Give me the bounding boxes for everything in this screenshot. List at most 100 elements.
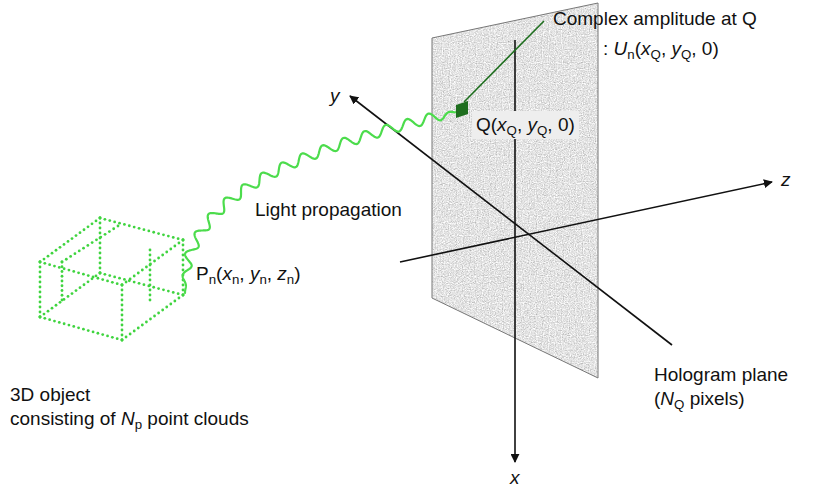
label-part: ,	[267, 263, 278, 284]
label-part: P	[196, 263, 209, 284]
label-part: n	[627, 47, 634, 62]
label-part: Complex amplitude at Q	[553, 8, 757, 29]
cloud-point	[149, 279, 152, 282]
cloud-point	[47, 310, 50, 313]
cloud-point	[55, 249, 58, 252]
cloud-point	[61, 294, 64, 297]
cloud-point	[67, 240, 70, 243]
cloud-point	[92, 275, 95, 278]
cloud-point	[169, 248, 172, 251]
point-label: Pn(xn, yn, zn)	[196, 262, 301, 286]
cloud-point	[138, 282, 141, 285]
cloud-point	[43, 317, 46, 320]
cloud-point	[99, 262, 102, 265]
cloud-point	[92, 330, 95, 333]
cloud-point	[59, 301, 62, 304]
cloud-point	[129, 333, 132, 336]
cloud-point	[75, 289, 78, 292]
cloud-point	[99, 242, 102, 245]
cloud-point	[39, 261, 42, 264]
cloud-point	[63, 243, 66, 246]
cloud-point	[128, 224, 131, 227]
label-part: y	[671, 38, 681, 59]
label-part: )	[294, 263, 300, 284]
cloud-point	[63, 322, 66, 325]
cloud-point	[118, 222, 121, 225]
cloud-point	[55, 304, 58, 307]
label-part: N	[121, 408, 135, 429]
cloud-point	[169, 303, 172, 306]
label-part: y	[250, 263, 260, 284]
cloud-point	[121, 289, 124, 292]
cloud-point	[182, 239, 185, 242]
label-part: consisting of	[10, 408, 121, 429]
label-part: ,	[517, 114, 528, 135]
cloud-point	[153, 315, 156, 318]
cloud-point	[99, 222, 102, 225]
cloud-point	[61, 261, 64, 264]
cloud-point	[149, 269, 152, 272]
cloud-point	[103, 273, 106, 276]
cloud-point	[149, 259, 152, 262]
cloud-point	[121, 339, 124, 342]
cloud-point	[121, 339, 124, 342]
cloud-point	[68, 324, 71, 327]
cloud-point	[121, 339, 124, 342]
cloud-point	[182, 284, 185, 287]
cloud-point	[157, 257, 160, 260]
cloud-point	[61, 280, 64, 283]
label-part: , 0)	[691, 38, 718, 59]
cloud-point	[121, 329, 124, 332]
cloud-point	[39, 316, 42, 319]
cloud-point	[145, 266, 148, 269]
cloud-point	[149, 318, 152, 321]
cloud-point	[152, 231, 155, 234]
cloud-point	[65, 258, 68, 261]
cloud-point	[101, 278, 104, 281]
callout-text: Complex amplitude at Q	[553, 7, 757, 31]
cloud-point	[95, 238, 98, 241]
cloud-point	[61, 284, 64, 287]
cloud-point	[82, 328, 85, 331]
cloud-point	[141, 269, 144, 272]
cloud-point	[113, 275, 116, 278]
cloud-point	[101, 333, 104, 336]
cloud-point	[143, 283, 146, 286]
cloud-point	[182, 294, 185, 297]
cloud-point	[129, 278, 132, 281]
light-wave	[183, 112, 457, 293]
cloud-point	[111, 281, 114, 284]
cloud-point	[106, 280, 109, 283]
cloud-point	[121, 319, 124, 322]
axes	[350, 40, 772, 462]
label-part: z	[277, 263, 287, 284]
cloud-point	[99, 217, 102, 220]
cloud-point	[172, 236, 175, 239]
cloud-point	[149, 264, 152, 267]
cloud-point	[87, 225, 90, 228]
cloud-point	[162, 233, 165, 236]
cloud-point	[121, 309, 124, 312]
cloud-point	[39, 261, 42, 264]
label-part: Q	[681, 47, 691, 62]
cloud-point	[113, 220, 116, 223]
cloud-point	[61, 299, 64, 302]
cloud-point	[39, 281, 42, 284]
cloud-point	[133, 281, 136, 284]
wave-label: Light propagation	[255, 198, 402, 222]
cloud-point	[82, 273, 85, 276]
cloud-point	[39, 266, 42, 269]
cloud-point	[99, 236, 102, 239]
pixel-q	[456, 101, 468, 118]
plane-label: Hologram plane (NQ pixels)	[654, 363, 788, 411]
cloud-point	[172, 291, 175, 294]
label-part: (	[216, 263, 222, 284]
cloud-point	[99, 272, 102, 275]
cloud-point	[112, 227, 115, 230]
cloud-point	[182, 254, 185, 257]
label-part: n	[259, 272, 266, 287]
cloud-point	[87, 280, 90, 283]
cloud-point	[149, 289, 152, 292]
point-label: Q(xQ, yQ, 0)	[472, 111, 579, 139]
